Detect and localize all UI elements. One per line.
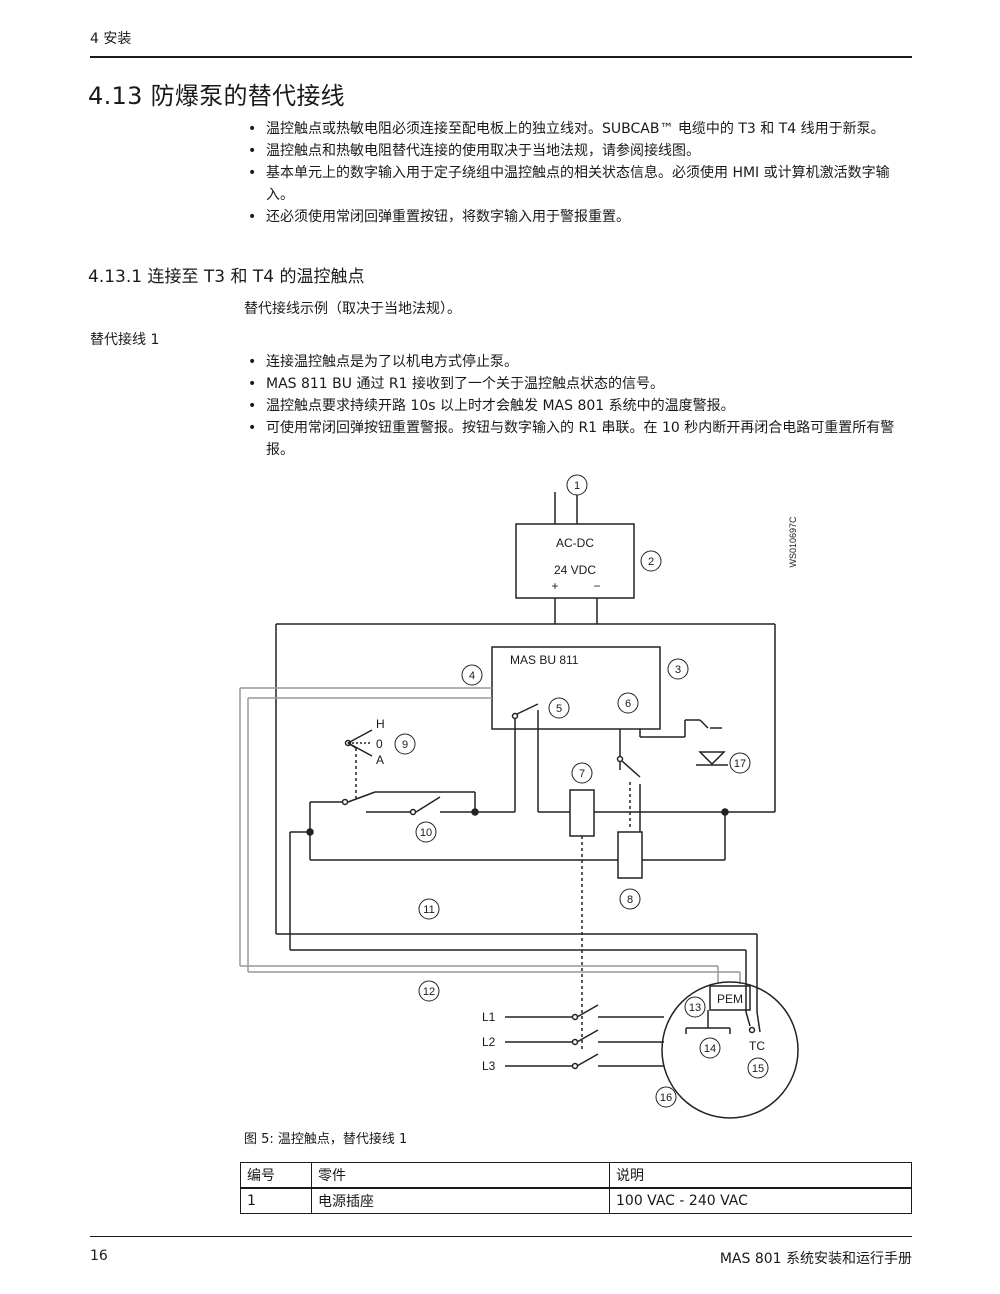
pem-box — [709, 985, 751, 1011]
callout-14: 14 — [699, 1037, 721, 1059]
svg-text:11: 11 — [423, 904, 434, 916]
drawing-code: WS010697C — [788, 516, 798, 568]
svg-text:13: 13 — [689, 1002, 701, 1014]
manual-title: MAS 801 系统安装和运行手册 — [719, 1251, 912, 1267]
list-item: 温控触点和热敏电阻替代连接的使用取决于当地法规，请参阅接线图。 — [248, 140, 910, 162]
power-supply-box — [515, 523, 635, 599]
svg-text:6: 6 — [625, 698, 631, 710]
selector-0: 0 — [376, 737, 383, 751]
list-item: 温控触点或热敏电阻必须连接至配电板上的独立线对。SUBCAB™ 电缆中的 T3 … — [248, 118, 910, 140]
svg-text:14: 14 — [704, 1043, 716, 1055]
column-header: 说明 — [609, 1162, 912, 1189]
svg-text:1: 1 — [574, 480, 580, 492]
table-cell: 电源插座 — [311, 1187, 610, 1214]
variant-label: 替代接线 1 — [90, 332, 160, 348]
callout-16: 16 — [655, 1086, 677, 1108]
list-item: 可使用常闭回弹按钮重置警报。按钮与数字输入的 R1 串联。在 10 秒内断开再闭… — [248, 417, 910, 461]
table-cell: 1 — [240, 1187, 312, 1214]
callout-3: 3 — [667, 658, 689, 680]
column-header: 零件 — [311, 1162, 610, 1189]
line-l3: L3 — [482, 1059, 496, 1073]
list-item: 连接温控触点是为了以机电方式停止泵。 — [248, 351, 910, 373]
psu-plus: + — [551, 579, 558, 593]
svg-text:12: 12 — [423, 986, 435, 998]
variant-bullet-list: 连接温控触点是为了以机电方式停止泵。 MAS 811 BU 通过 R1 接收到了… — [248, 351, 910, 461]
svg-text:15: 15 — [752, 1063, 764, 1075]
header-rule — [90, 56, 912, 58]
table-header-row: 编号 零件 说明 — [240, 1162, 912, 1189]
svg-text:7: 7 — [579, 768, 585, 780]
subsection-title: 4.13.1 连接至 T3 和 T4 的温控触点 — [88, 267, 365, 287]
callout-12: 12 — [418, 980, 440, 1002]
svg-text:9: 9 — [402, 739, 408, 751]
column-header: 编号 — [240, 1162, 312, 1189]
callout-8: 8 — [619, 888, 641, 910]
list-item: 温控触点要求持续开路 10s 以上时才会触发 MAS 801 系统中的温度警报。 — [248, 395, 910, 417]
table-row: 1 电源插座 100 VAC - 240 VAC — [240, 1187, 912, 1214]
callout-4: 4 — [461, 664, 483, 686]
figure-caption: 图 5: 温控触点，替代接线 1 — [244, 1132, 408, 1147]
list-item: MAS 811 BU 通过 R1 接收到了一个关于温控触点状态的信号。 — [248, 373, 910, 395]
pem-label: PEM — [717, 992, 743, 1006]
running-header: 4 安装 — [90, 31, 132, 47]
svg-text:10: 10 — [420, 827, 432, 839]
selector-h: H — [376, 717, 385, 731]
line-l1: L1 — [482, 1010, 496, 1024]
psu-label-2: 24 VDC — [554, 563, 596, 577]
intro-bullet-list: 温控触点或热敏电阻必须连接至配电板上的独立线对。SUBCAB™ 电缆中的 T3 … — [248, 118, 910, 228]
callout-10: 10 — [415, 821, 437, 843]
motor-circle — [661, 981, 799, 1119]
psu-label-1: AC-DC — [556, 536, 594, 550]
svg-text:4: 4 — [469, 670, 475, 682]
parts-table: 编号 零件 说明 1 电源插座 100 VAC - 240 VAC — [240, 1162, 912, 1214]
base-unit-label: MAS BU 811 — [510, 653, 579, 667]
wiring-diagram: WS010697C AC-DC 24 VDC + − MAS BU 811 H … — [239, 474, 799, 1119]
svg-text:3: 3 — [675, 664, 681, 676]
list-item: 还必须使用常闭回弹重置按钮，将数字输入用于警报重置。 — [248, 206, 910, 228]
callout-11: 11 — [418, 898, 440, 920]
callout-2: 2 — [640, 550, 662, 572]
svg-text:5: 5 — [556, 703, 562, 715]
page-number: 16 — [90, 1248, 108, 1264]
svg-text:8: 8 — [627, 894, 633, 906]
table-cell: 100 VAC - 240 VAC — [609, 1187, 912, 1214]
callout-13: 13 — [684, 996, 706, 1018]
callout-7: 7 — [571, 762, 593, 784]
svg-text:2: 2 — [648, 556, 654, 568]
callout-17: 17 — [729, 752, 751, 774]
list-item: 基本单元上的数字输入用于定子绕组中温控触点的相关状态信息。必须使用 HMI 或计… — [248, 162, 910, 206]
subsection-intro: 替代接线示例（取决于当地法规）。 — [244, 301, 461, 317]
tc-label: TC — [749, 1039, 765, 1053]
svg-text:17: 17 — [734, 758, 746, 770]
section-title: 4.13 防爆泵的替代接线 — [88, 82, 345, 110]
relay-8 — [617, 831, 643, 879]
relay-7 — [569, 789, 595, 837]
footer-rule — [90, 1236, 912, 1237]
line-l2: L2 — [482, 1035, 496, 1049]
psu-minus: − — [593, 579, 600, 593]
callout-1: 1 — [566, 474, 588, 496]
callout-15: 15 — [747, 1057, 769, 1079]
callout-5: 5 — [548, 697, 570, 719]
callout-9: 9 — [394, 733, 416, 755]
svg-text:16: 16 — [660, 1092, 672, 1104]
selector-a: A — [376, 753, 384, 767]
callout-6: 6 — [617, 692, 639, 714]
